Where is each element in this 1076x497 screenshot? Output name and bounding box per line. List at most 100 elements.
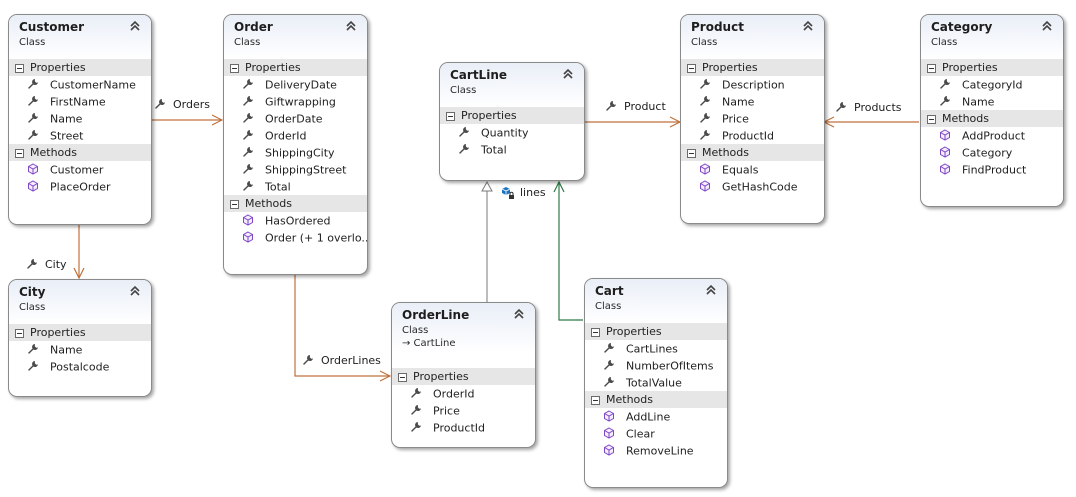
minus-box-icon[interactable] (927, 63, 936, 73)
property-item[interactable]: ProductId (681, 127, 824, 144)
wrench-icon (27, 78, 39, 90)
method-item[interactable]: GetHashCode (681, 178, 824, 195)
base-class-reference[interactable]: → CartLine (402, 338, 456, 349)
method-item[interactable]: HasOrdered (224, 212, 367, 229)
method-item[interactable]: AddLine (585, 408, 727, 425)
property-name: DeliveryDate (265, 78, 337, 92)
property-item[interactable]: NumberOfItems (585, 357, 727, 374)
property-item[interactable]: OrderId (392, 385, 535, 402)
collection-lines[interactable] (559, 182, 583, 321)
minus-box-icon[interactable] (687, 63, 696, 73)
minus-box-icon[interactable] (446, 111, 455, 121)
class-header: Product Class (681, 15, 824, 59)
property-item[interactable]: ShippingStreet (224, 161, 367, 178)
property-item[interactable]: Total (440, 141, 584, 158)
section-header-properties[interactable]: Properties (681, 59, 824, 76)
property-item[interactable]: Giftwrapping (224, 93, 367, 110)
section-header-methods[interactable]: Methods (224, 195, 367, 212)
section-header-properties[interactable]: Properties (9, 324, 151, 341)
method-item[interactable]: AddProduct (921, 127, 1063, 144)
section-header-properties[interactable]: Properties (9, 59, 151, 76)
minus-box-icon[interactable] (15, 328, 24, 338)
property-item[interactable]: ProductId (392, 419, 535, 436)
property-item[interactable]: FirstName (9, 93, 151, 110)
section-header-methods[interactable]: Methods (681, 144, 824, 161)
property-item[interactable]: CategoryId (921, 76, 1063, 93)
collapse-icon[interactable] (513, 308, 525, 320)
property-name: CartLines (626, 342, 678, 356)
section-header-properties[interactable]: Properties (585, 323, 727, 340)
section-header-methods[interactable]: Methods (9, 144, 151, 161)
section-header-properties[interactable]: Properties (224, 59, 367, 76)
minus-box-icon[interactable] (591, 395, 600, 405)
method-item[interactable]: PlaceOrder (9, 178, 151, 195)
section-header-properties[interactable]: Properties (921, 59, 1063, 76)
property-item[interactable]: CartLines (585, 340, 727, 357)
property-item[interactable]: Price (392, 402, 535, 419)
method-item[interactable]: RemoveLine (585, 442, 727, 459)
property-item[interactable]: TotalValue (585, 374, 727, 391)
section-header-properties[interactable]: Properties (392, 368, 535, 385)
property-item[interactable]: Description (681, 76, 824, 93)
property-item[interactable]: ShippingCity (224, 144, 367, 161)
property-item[interactable]: CustomerName (9, 76, 151, 93)
class-kind: Class (450, 85, 477, 96)
property-item[interactable]: Postalcode (9, 358, 151, 375)
property-item[interactable]: Name (9, 341, 151, 358)
minus-box-icon[interactable] (398, 372, 407, 382)
minus-box-icon[interactable] (15, 148, 24, 158)
collapse-icon[interactable] (562, 68, 574, 80)
property-item[interactable]: DeliveryDate (224, 76, 367, 93)
method-item[interactable]: Equals (681, 161, 824, 178)
property-item[interactable]: Price (681, 110, 824, 127)
property-item[interactable]: Total (224, 178, 367, 195)
property-item[interactable]: Quantity (440, 124, 584, 141)
property-item[interactable]: Name (681, 93, 824, 110)
property-name: CustomerName (50, 78, 136, 92)
section-header-methods[interactable]: Methods (921, 110, 1063, 127)
method-name: Clear (626, 427, 655, 441)
minus-box-icon[interactable] (15, 63, 24, 73)
property-item[interactable]: Street (9, 127, 151, 144)
class-kind: Class (931, 37, 958, 48)
collapse-icon[interactable] (705, 284, 717, 296)
collapse-icon[interactable] (129, 285, 141, 297)
minus-box-icon[interactable] (591, 327, 600, 337)
method-item[interactable]: Category (921, 144, 1063, 161)
collapse-icon[interactable] (802, 20, 814, 32)
collapse-icon[interactable] (1041, 20, 1053, 32)
method-item[interactable]: FindProduct (921, 161, 1063, 178)
property-item[interactable]: OrderDate (224, 110, 367, 127)
cube-icon (603, 410, 615, 422)
minus-box-icon[interactable] (230, 199, 239, 209)
wrench-icon (410, 404, 422, 416)
minus-box-icon[interactable] (687, 148, 696, 158)
collapse-icon[interactable] (129, 20, 141, 32)
method-item[interactable]: Clear (585, 425, 727, 442)
section-header-methods[interactable]: Methods (585, 391, 727, 408)
method-name: Category (962, 146, 1013, 160)
method-item[interactable]: Customer (9, 161, 151, 178)
method-item[interactable]: Order (+ 1 overlo... (224, 229, 367, 246)
property-name: Name (722, 95, 755, 109)
collapse-icon[interactable] (345, 20, 357, 32)
minus-box-icon[interactable] (927, 114, 936, 124)
cube-icon (27, 163, 39, 175)
wrench-icon (458, 126, 470, 138)
property-item[interactable]: OrderId (224, 127, 367, 144)
property-item[interactable]: Name (9, 110, 151, 127)
section-header-properties[interactable]: Properties (440, 107, 584, 124)
minus-box-icon[interactable] (230, 63, 239, 73)
property-item[interactable]: Name (921, 93, 1063, 110)
class-orderline[interactable]: OrderLine Class → CartLine Properties Or… (391, 302, 536, 448)
